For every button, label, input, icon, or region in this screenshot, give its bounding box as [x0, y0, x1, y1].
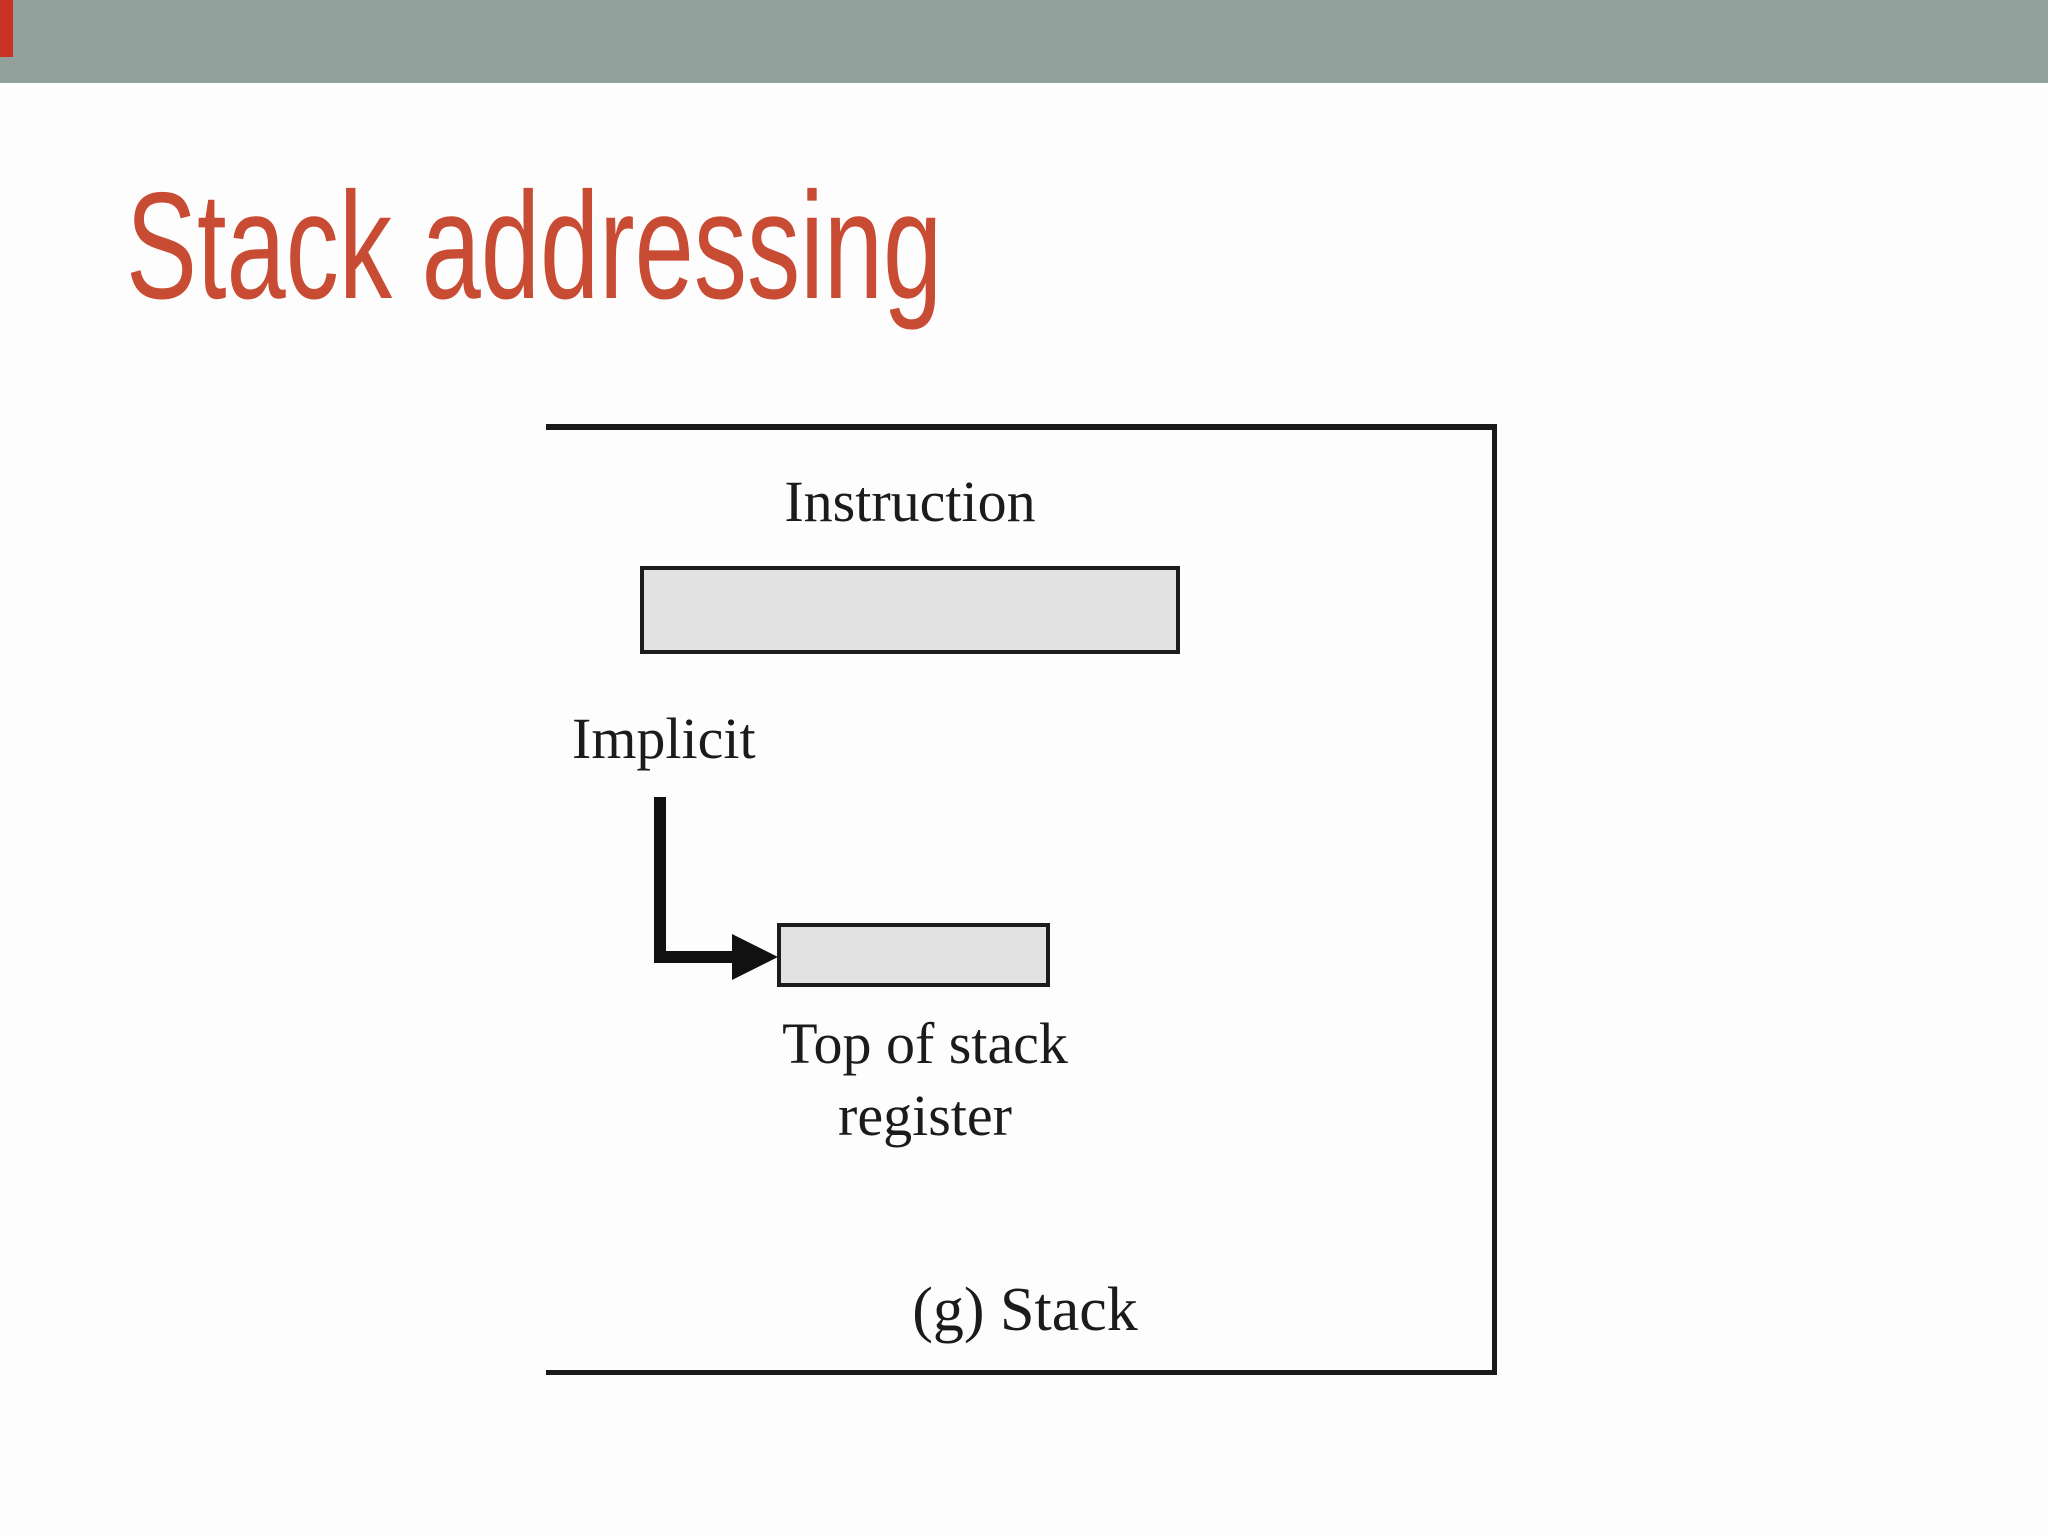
implicit-arrow-head-icon [732, 934, 778, 980]
red-accent-bar [0, 0, 13, 57]
instruction-label: Instruction [784, 469, 1036, 534]
implicit-arrow-vertical-line [654, 797, 666, 963]
implicit-label: Implicit [572, 706, 756, 771]
top-of-stack-register-box [777, 923, 1050, 987]
instruction-box [640, 566, 1180, 654]
slide-header-bar [0, 0, 2048, 83]
page-title: Stack addressing [126, 161, 943, 331]
implicit-arrow-horizontal-line [654, 951, 742, 963]
top-of-stack-label: Top of stack register [740, 1008, 1110, 1152]
top-of-stack-label-line2: register [838, 1082, 1012, 1148]
figure-caption: (g) Stack [912, 1276, 1138, 1344]
top-of-stack-label-line1: Top of stack [782, 1011, 1068, 1076]
